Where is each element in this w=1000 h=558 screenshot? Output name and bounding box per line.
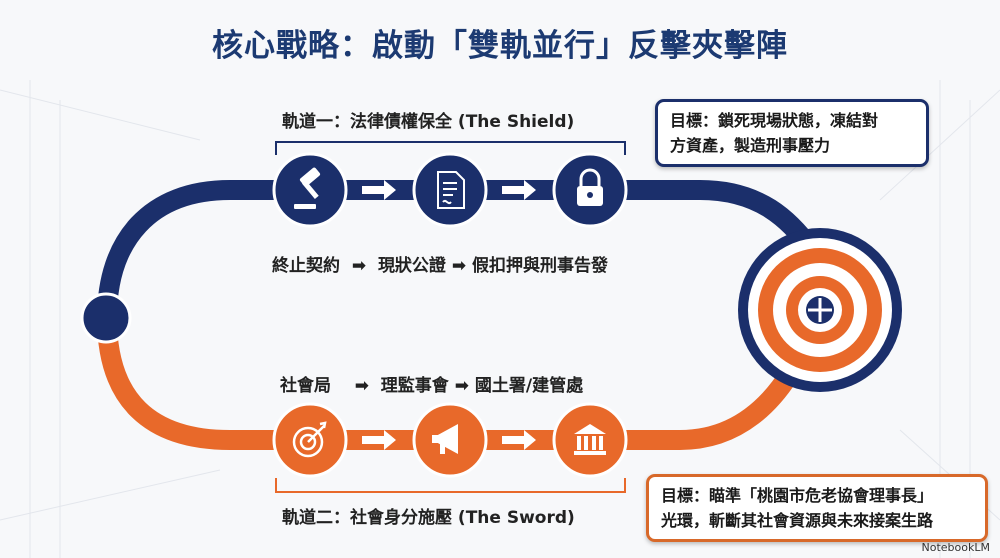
start-node <box>80 292 132 344</box>
arrow-icon: ➡ <box>454 376 469 396</box>
step: 假扣押與刑事告發 <box>472 256 609 276</box>
track1-goal-box: 目標：鎖死現場狀態，凍結對 方資產，製造刑事壓力 <box>655 99 929 167</box>
step: 終止契約 <box>272 256 340 276</box>
page-title: 核心戰略：啟動「雙軌並行」反擊夾擊陣 <box>212 28 788 64</box>
goal-line: 目標：鎖死現場狀態，凍結對 <box>670 111 879 130</box>
step: 現狀公證 <box>377 256 446 276</box>
track2-bracket <box>275 478 626 493</box>
goal-line: 目標：瞄準「桃園市危老協會理事長」 <box>661 486 934 505</box>
target-icon <box>292 421 327 458</box>
lock-icon <box>577 168 603 206</box>
track2-label: 軌道二：社會身分施壓 (The Sword) <box>282 508 575 528</box>
arrow-icon: ➡ <box>451 256 467 276</box>
goal-line: 方資產，製造刑事壓力 <box>670 136 831 155</box>
government-building-icon <box>574 424 606 455</box>
track1-steps: 終止契約 ➡ 現狀公證 ➡ 假扣押與刑事告發 <box>272 251 608 276</box>
goal-line: 光環，斬斷其社會資源與未來接案生路 <box>661 511 934 530</box>
track1-label: 軌道一：法律債權保全 (The Shield) <box>282 112 575 132</box>
track2-steps: 社會局 ➡ 理監事會 ➡ 國土署/建管處 <box>280 371 583 396</box>
track1-bracket <box>275 141 626 155</box>
megaphone-icon <box>432 424 458 454</box>
gavel-icon <box>294 167 321 209</box>
arrow-icon: ➡ <box>351 256 367 276</box>
target-icon <box>738 228 902 392</box>
path-arrows <box>362 180 536 450</box>
track2-goal-box: 目標：瞄準「桃園市危老協會理事長」 光環，斬斷其社會資源與未來接案生路 <box>646 474 988 542</box>
step: 社會局 <box>280 376 331 396</box>
document-icon <box>437 171 465 209</box>
track2-node-3 <box>552 402 628 478</box>
step: 國土署/建管處 <box>474 376 584 396</box>
track1-path <box>97 180 821 319</box>
brand-label: NotebookLM <box>921 541 990 554</box>
step: 理監事會 <box>380 376 449 396</box>
arrow-icon: ➡ <box>354 376 369 396</box>
track2-path <box>97 317 804 450</box>
